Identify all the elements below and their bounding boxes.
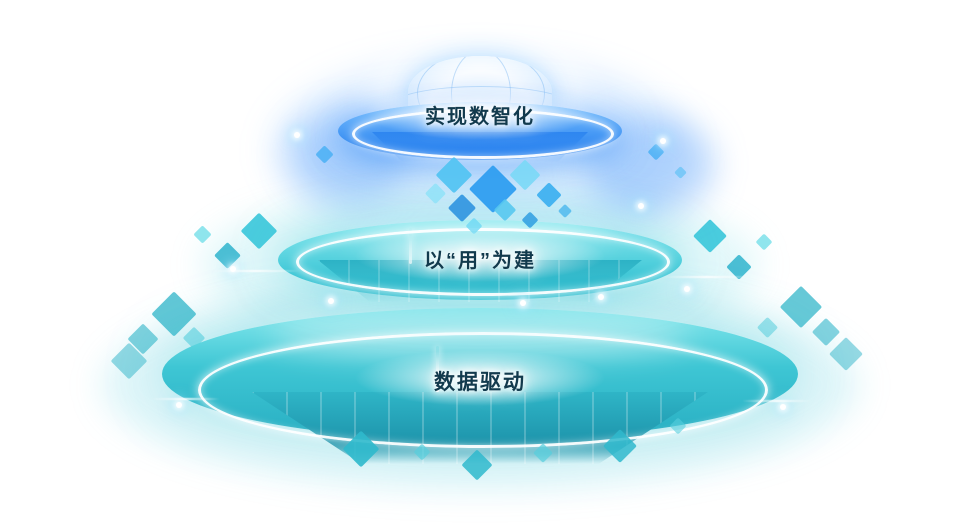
sparkle-dot-icon (598, 294, 604, 300)
middle-tier-rim (296, 228, 670, 296)
diamond-icon (193, 225, 212, 244)
label-glow (365, 84, 595, 140)
light-line (662, 276, 752, 278)
sparkle-dot-icon (294, 132, 300, 138)
light-line (210, 270, 300, 272)
sparkle-dot-icon (230, 266, 236, 272)
light-line (742, 400, 812, 402)
sparkle-dot-icon (684, 286, 690, 292)
diamond-icon (755, 233, 773, 251)
sparkle-dot-icon (780, 404, 786, 410)
sparkle-dot-icon (520, 300, 526, 306)
label-glow (355, 350, 605, 406)
light-line (150, 398, 220, 400)
label-glow (355, 230, 605, 282)
sparkle-dot-icon (176, 402, 182, 408)
sparkle-dot-icon (638, 203, 644, 209)
tier-label-middle: 以“用”为建 (424, 250, 536, 272)
tier-label-top: 实现数智化 (425, 106, 535, 128)
sparkle-dot-icon (660, 138, 666, 144)
sparkle-dot-icon (328, 298, 334, 304)
tier-label-bottom: 数据驱动 (434, 371, 526, 394)
bottom-tier-rim (198, 332, 768, 448)
